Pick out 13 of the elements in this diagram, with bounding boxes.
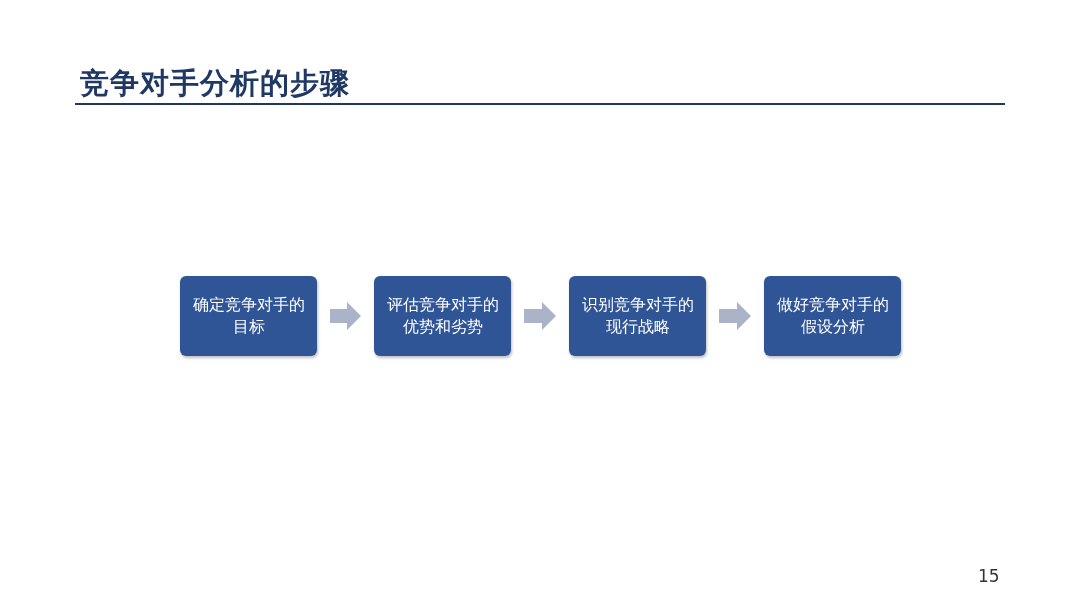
step-text: 做好竞争对手的假设分析 [775,294,890,338]
step-text: 识别竞争对手的现行战略 [580,294,695,338]
block-arrow [524,302,556,330]
step-text: 确定竞争对手的目标 [191,294,306,338]
page-number: 15 [978,566,1000,586]
step-text: 评估竞争对手的优势和劣势 [385,294,500,338]
process-box [374,276,511,356]
slide-title: 竞争对手分析的步骤 [80,65,350,102]
process-box [764,276,901,356]
block-arrow [330,302,361,330]
process-box [569,276,706,356]
block-arrow [719,302,751,330]
process-box [180,276,317,356]
